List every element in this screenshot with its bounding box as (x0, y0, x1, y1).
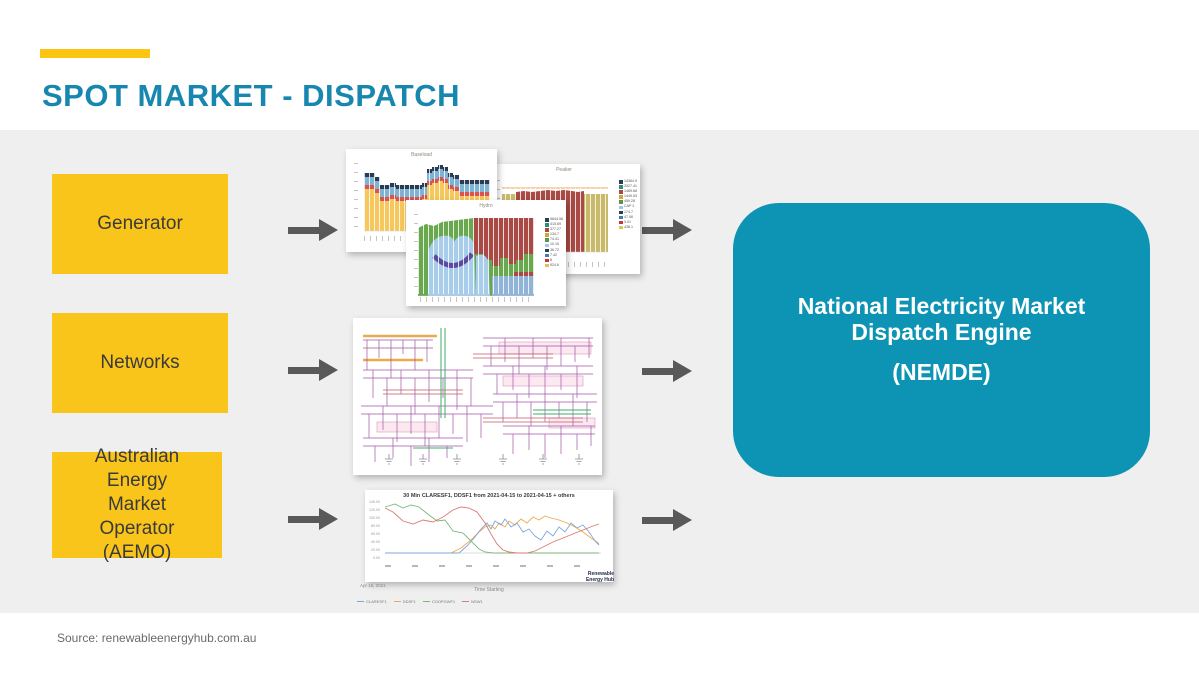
arrow-to-nemde-2-icon (642, 360, 692, 382)
hydro-legend: 5844.56 415.69 377.27 134.7 74.41 10.15 … (545, 217, 563, 268)
arrow-to-nemde-1-icon (642, 219, 692, 241)
dispatch-chart-date: Apr 15, 2021 (360, 583, 386, 588)
aemo-box: Australian Energy Market Operator (AEMO) (52, 446, 222, 563)
arrow-to-nemde-3-icon (642, 509, 692, 531)
peaker-legend-item: 438.1 (624, 224, 633, 229)
y-tick: 100.00 (369, 516, 380, 520)
y-tick: 0.00 (373, 556, 380, 560)
dispatch-x-ticks (385, 565, 601, 567)
hydro-legend-item: 924.6 (550, 262, 559, 267)
y-tick: 140.00 (369, 500, 380, 504)
network-schematic (361, 328, 597, 466)
y-tick: 120.00 (369, 508, 380, 512)
peaker-legend-item: 174.7 (624, 209, 633, 214)
source-attribution: Source: renewableenergyhub.com.au (57, 631, 257, 645)
hydro-legend-item: 377.27 (550, 227, 561, 232)
nemde-box: National Electricity Market Dispatch Eng… (733, 203, 1150, 477)
hydro-x-ticks (420, 297, 532, 302)
y-tick: 80.00 (371, 524, 380, 528)
generator-label: Generator (97, 213, 183, 235)
brand-line: Renewable (587, 571, 614, 577)
hydro-legend-item: 36.72 (550, 247, 559, 252)
arrow-aemo-icon (288, 508, 338, 530)
arrow-networks-icon (288, 359, 338, 381)
dispatch-line-chart (384, 503, 601, 554)
dispatch-chart-y-axis: 140.00 120.00 100.00 80.00 60.00 40.00 2… (367, 500, 380, 560)
y-tick: 40.00 (371, 540, 380, 544)
dispatch-chart-card: 30 Min CLARESF1, DDSF1 from 2021-04-15 t… (365, 490, 613, 582)
peaker-legend: 14364.9 3327.41 1489.68 1449.53 459.28 C… (619, 179, 637, 230)
renewable-energy-hub-logo: Renewable Energy Hub (580, 571, 614, 584)
peaker-legend-item: 47.06 (624, 214, 633, 219)
hydro-chart-title: Hydro (479, 203, 493, 209)
network-diagram-card (353, 318, 602, 475)
page-title: SPOT MARKET - DISPATCH (42, 78, 461, 113)
networks-box: Networks (52, 313, 228, 413)
peaker-legend-item: 1489.68 (624, 189, 637, 194)
peaker-chart-title: Peaker (556, 167, 572, 173)
nemde-name: National Electricity Market Dispatch Eng… (797, 293, 1086, 345)
baseload-y-ticks (354, 163, 358, 235)
peaker-legend-item: 3.01 (624, 219, 631, 224)
peaker-legend-item: 14364.9 (624, 179, 637, 183)
baseload-chart-title: Baseload (411, 152, 432, 158)
peaker-legend-item: 459.28 (624, 199, 635, 204)
hydro-chart-card: Hydro 5844.56 415.69 377.27 134.7 74.41 … (406, 200, 566, 306)
dispatch-chart-x-label: Time Starting (474, 587, 504, 593)
dispatch-legend-item: CLARESF1 (366, 599, 387, 604)
peaker-legend-item: 1449.53 (624, 194, 637, 199)
hydro-legend-item: 5844.56 (550, 217, 563, 221)
arrow-generator-icon (288, 219, 338, 241)
nemde-abbr: (NEMDE) (892, 358, 991, 385)
hydro-legend-item: 415.69 (550, 222, 561, 227)
hydro-legend-item: 10.15 (550, 242, 559, 247)
peaker-legend-item: CAP 2 (624, 204, 635, 209)
hydro-y-ticks (414, 214, 418, 294)
hydro-legend-item: 74.41 (550, 237, 559, 242)
dispatch-legend-item: COOPGWF1 (431, 599, 456, 604)
hydro-legend-item: 134.7 (550, 232, 559, 237)
dispatch-legend-item: DDSF1 (402, 599, 416, 604)
hydro-legend-item: 8 (550, 257, 552, 262)
y-tick: 60.00 (371, 532, 380, 536)
brand-line: Energy Hub (585, 577, 614, 584)
dispatch-chart-title: 30 Min CLARESF1, DDSF1 from 2021-04-15 t… (403, 493, 575, 499)
peaker-y-ticks (496, 180, 500, 210)
peaker-legend-item: 3327.41 (624, 184, 637, 189)
aemo-label: Australian Energy Market Operator (AEMO) (94, 446, 180, 563)
accent-bar (40, 49, 150, 58)
generator-box: Generator (52, 174, 228, 274)
y-tick: 20.00 (371, 548, 380, 552)
hydro-stacked-chart (418, 218, 534, 296)
networks-label: Networks (100, 352, 180, 374)
dispatch-legend-item: NSW1 (471, 599, 483, 604)
dispatch-chart-legend: CLARESF1 DDSF1 COOPGWF1 NSW1 (357, 599, 483, 604)
hydro-legend-item: 7.42 (550, 252, 557, 257)
